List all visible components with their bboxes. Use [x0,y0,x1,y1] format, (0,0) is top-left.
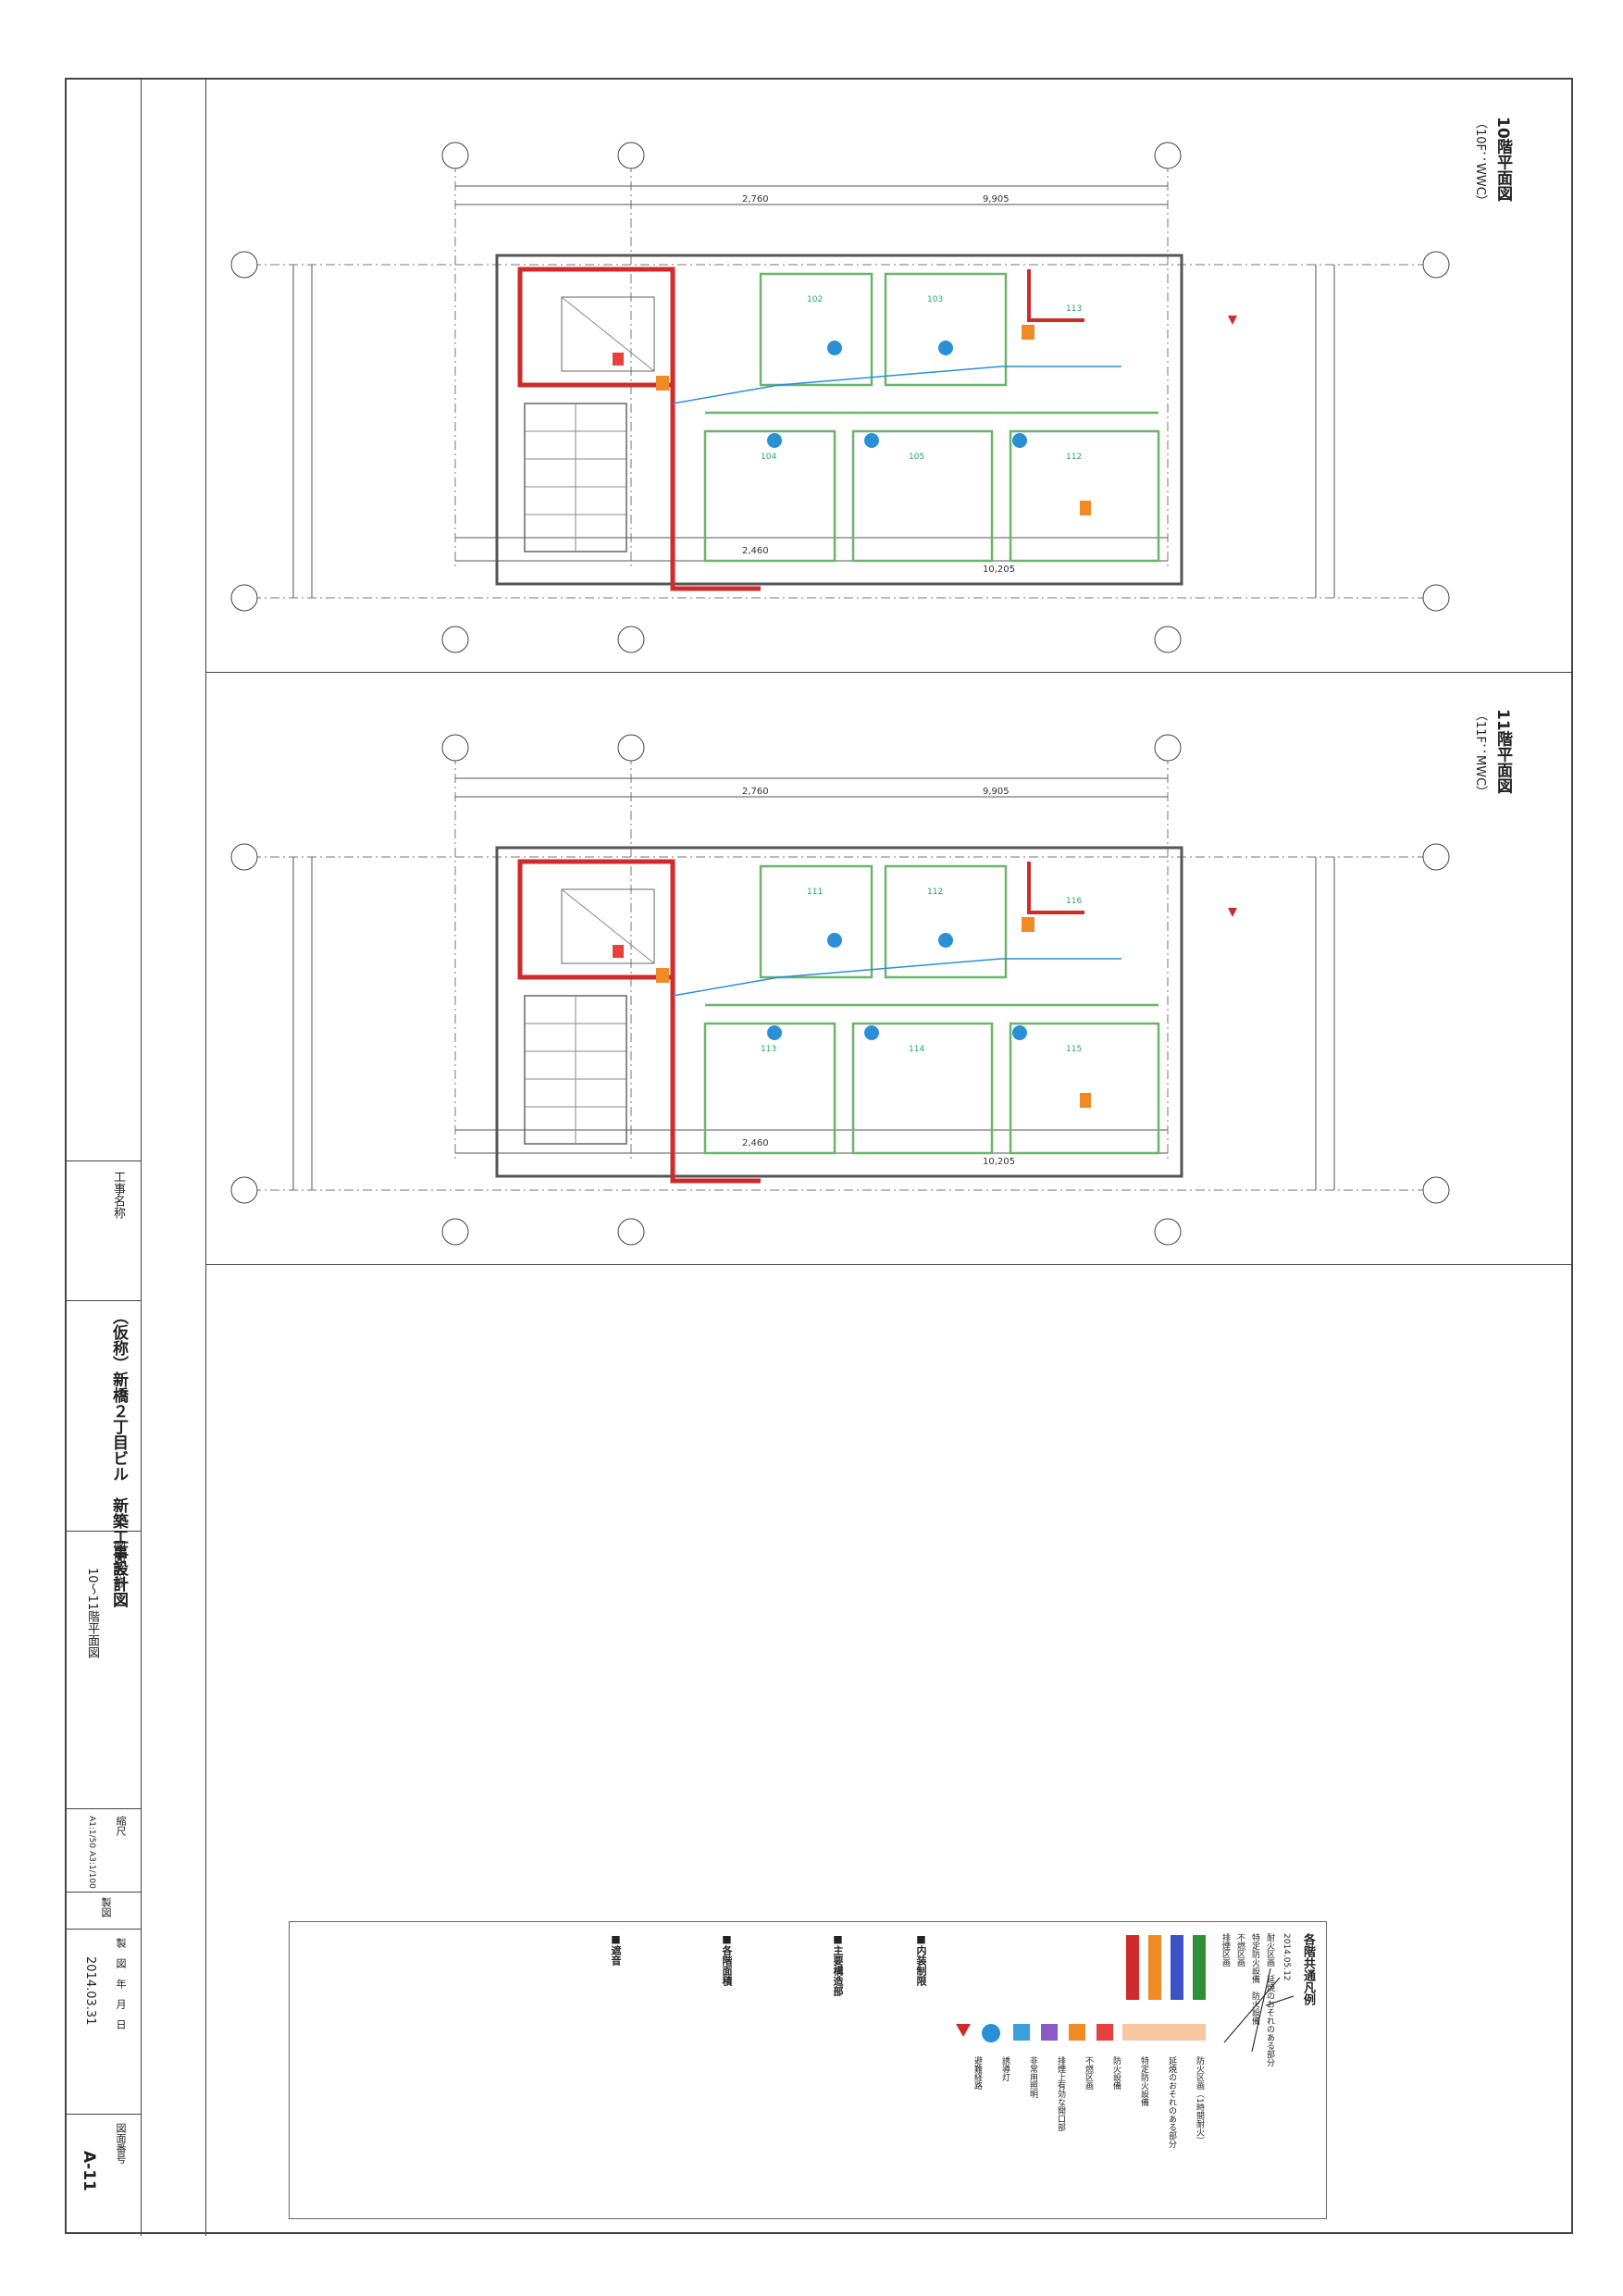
title-row-project: 工事名称 [67,1160,141,1301]
north-arrow-sketch [1223,1967,1295,2053]
legend-item-7: 誘導灯 [1000,2056,1010,2081]
room-11f-4: 115 [1066,1045,1082,1054]
legend-note-4: 排煙区画 [1220,1933,1230,1967]
room-10f-4: 112 [1066,453,1082,462]
legend-swatch-blue [1171,1935,1183,2000]
legend-item-1: 延焼のおそれのある部分 [1167,2056,1176,2148]
scale-label: 縮尺 [115,1816,127,1836]
legend-section-3: ■遮音 [610,1933,622,1966]
plan-11f-text: 2,760 9,905 2,460 10,205 111 112 113 114… [742,787,1082,1167]
dim-top-right-10f: 9,905 [983,194,1010,205]
dim-bottom-right-10f: 10,205 [983,565,1015,575]
maker-label: 製図 [100,1897,112,1917]
legend-section-1: ■主要構造部 [832,1933,844,1996]
plan-title-10f: 10階平面図 [1493,117,1512,202]
floor-plans: 2,760 9,905 2,460 10,205 102 103 104 105… [205,80,1573,1264]
plan-title-11f: 11階平面図 [1493,709,1512,794]
legend-title: 各階共通凡例 [1301,1933,1315,2005]
legend-swatch-lightblue [1013,2024,1030,2041]
legend-swatch-fire-3 [1069,2024,1085,2041]
room-11f-3: 114 [909,1045,924,1054]
title-row-drawing: 図面名称 10〜11階平面図 [67,1531,141,1809]
legend-area: 各階共通凡例 2014.05.12 耐火区画 延焼のおそれのある部分 特定防火設… [205,1264,1573,2234]
drawing-name: 10〜11階平面図 [85,1568,99,1659]
legend-swatch-fire-2 [1096,2024,1113,2041]
legend-note-3: 不燃区画 [1235,1933,1245,1967]
legend-note-0: 2014.05.12 [1282,1933,1291,1981]
drawing-label: 図面名称 [111,1540,125,1588]
legend-note-2: 特定防火設備 防火設備 [1250,1933,1259,2025]
dim-bottom-left-11f: 2,460 [742,1138,769,1148]
divider-plan [205,672,1573,673]
number-value: A-11 [80,2151,98,2191]
title-row-scale: 縮尺 A1:1/50 A3:1/100 [67,1808,141,1893]
legend-swatch-orange [1148,1935,1161,2000]
room-10f-0: 102 [807,295,823,304]
room-10f-1: 103 [927,295,943,304]
drawing-sheet: 工事名称 （仮称）新橋２丁目ビル 新築工事設計図 図面名称 10〜11階平面図 … [65,78,1573,2236]
title-row-maker: 製図 [67,1892,141,1930]
legend-item-6: 非常用照明 [1028,2056,1037,2098]
legend-item-3: 防火設備 [1111,2056,1121,2090]
plan-10f-text: 2,760 9,905 2,460 10,205 102 103 104 105… [742,194,1082,575]
room-10f-2: 104 [761,453,776,462]
divider-legend [205,1264,1573,1265]
legend-item-4: 不燃区画 [1084,2056,1093,2090]
left-blank-column [141,80,206,2236]
legend-item-2: 特定防火設備 [1139,2056,1148,2106]
legend-swatch-purple [1041,2024,1058,2041]
date-label: 製 図 年 月 日 [115,1938,127,2029]
project-label: 工事名称 [111,1171,125,1219]
title-row-number: 図面番号 A-11 [67,2114,141,2236]
legend-box: 各階共通凡例 2014.05.12 耐火区画 延焼のおそれのある部分 特定防火設… [289,1921,1327,2219]
project-name: （仮称）新橋２丁目ビル 新築工事設計図 [109,1309,128,1607]
legend-swatch-green [1193,1935,1206,2000]
room-10f-5: 113 [1066,304,1082,314]
room-11f-1: 112 [927,887,943,897]
left-title-strip: 工事名称 （仮称）新橋２丁目ビル 新築工事設計図 図面名称 10〜11階平面図 … [67,80,142,2236]
scale-value: A1:1/50 A3:1/100 [87,1816,96,1889]
plan-subtitle-11f: （11F：MWC） [1473,709,1487,799]
room-10f-3: 105 [909,453,924,462]
legend-mark-triangle [956,2024,971,2037]
number-label: 図面番号 [115,2123,127,2164]
room-11f-0: 111 [807,887,823,897]
legend-swatch-fire-1 [1122,2024,1206,2041]
legend-mark-blue [982,2024,1000,2042]
dim-bottom-right-11f: 10,205 [983,1157,1015,1167]
legend-section-0: ■内装制限 [915,1933,927,1986]
legend-note-1: 耐火区画 延焼のおそれのある部分 [1265,1933,1274,2066]
dim-bottom-left-10f: 2,460 [742,546,769,556]
title-row-name: （仮称）新橋２丁目ビル 新築工事設計図 [67,1299,141,1607]
dim-top-left-10f: 2,760 [742,194,769,205]
room-11f-2: 113 [761,1045,776,1054]
dim-top-right-11f: 9,905 [983,787,1010,797]
legend-item-8: 避難経路 [973,2056,982,2090]
legend-item-0: 防火区画（1時間耐火） [1195,2056,1204,2145]
date-value: 2014.03.31 [83,1956,97,2026]
title-row-date: 製 図 年 月 日 2014.03.31 [67,1929,141,2115]
dim-top-left-11f: 2,760 [742,787,769,797]
legend-swatch-red [1126,1935,1139,2000]
legend-item-5: 排煙上有効な開口部 [1056,2056,1065,2131]
plan-subtitle-10f: （10F：WWC） [1473,117,1487,207]
room-11f-5: 116 [1066,897,1082,906]
legend-section-2: ■各階面積 [721,1933,733,1986]
